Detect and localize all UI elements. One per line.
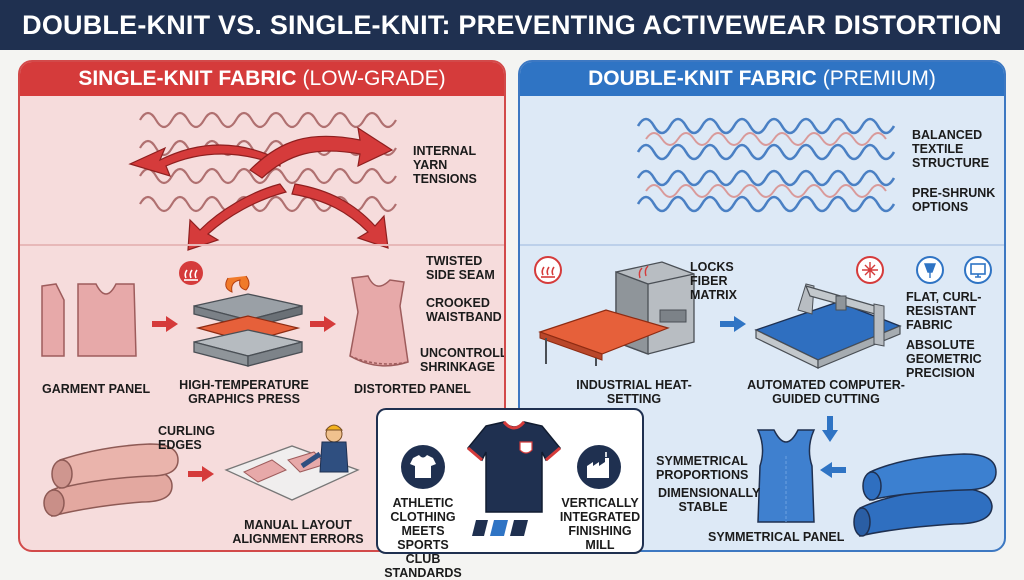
- computer-monitor-icon: [964, 256, 992, 284]
- pre-shrunk-options-label: PRE-SHRUNK OPTIONS: [912, 186, 996, 214]
- heat-setting-icon: [534, 256, 562, 284]
- distorted-panel-illustration: [349, 275, 409, 367]
- arrow-right-icon: [720, 316, 746, 332]
- symmetrical-panel-label: SYMMETRICAL PANEL: [708, 530, 845, 544]
- manual-layout-label: MANUAL LAYOUT ALIGNMENT ERRORS: [232, 518, 364, 546]
- uncontrolled-shrinkage-label: UNCONTROLLED SHRINKAGE: [420, 346, 504, 374]
- manual-layout-illustration: [224, 424, 360, 501]
- garment-panel-label: GARMENT PANEL: [42, 382, 151, 396]
- athletic-clothing-label: ATHLETIC CLOTHING MEETS SPORTS CLUB STAN…: [384, 496, 462, 580]
- double-knit-title-grade: (PREMIUM): [822, 67, 936, 90]
- double-knit-fabric-rolls-illustration: [853, 453, 997, 537]
- standards-center-box: ATHLETIC CLOTHING MEETS SPORTS CLUB STAN…: [376, 408, 644, 580]
- single-knit-title: SINGLE-KNIT FABRIC (LOW-GRADE): [20, 62, 504, 96]
- symmetrical-proportions-label: SYMMETRICAL PROPORTIONS: [656, 454, 749, 482]
- arrow-right-icon: [152, 316, 178, 332]
- symmetrical-panel-illustration: [756, 429, 816, 523]
- double-knit-loops-illustration: [636, 117, 896, 213]
- arrow-right-icon: [188, 466, 214, 482]
- single-knit-title-bold: SINGLE-KNIT FABRIC: [78, 67, 297, 90]
- heat-warning-icon: [179, 261, 203, 285]
- locks-fiber-matrix-label: LOCKS FIBER MATRIX: [690, 260, 737, 302]
- flat-curl-resistant-label: FLAT, CURL-RESISTANT FABRIC: [906, 290, 982, 332]
- crooked-waistband-label: CROOKED WAISTBAND: [426, 296, 502, 324]
- dimensionally-stable-label: DIMENSIONALLY STABLE: [658, 486, 761, 514]
- arrow-left-icon: [820, 462, 846, 478]
- heat-press-label: HIGH-TEMPERATURE GRAPHICS PRESS: [179, 378, 309, 406]
- balanced-textile-structure-label: BALANCED TEXTILE STRUCTURE: [912, 128, 990, 170]
- double-knit-title: DOUBLE-KNIT FABRIC (PREMIUM): [520, 62, 1004, 96]
- cutting-head-icon: [916, 256, 944, 284]
- laser-icon: [856, 256, 884, 284]
- curling-edges-label: CURLING EDGES: [158, 424, 215, 452]
- absolute-geometric-precision-label: ABSOLUTE GEOMETRIC PRECISION: [906, 338, 982, 380]
- single-knit-loops-illustration: [128, 111, 397, 251]
- automated-cutting-label: AUTOMATED COMPUTER-GUIDED CUTTING: [747, 378, 905, 406]
- sports-jersey-illustration: [466, 420, 562, 536]
- twisted-side-seam-label: TWISTED SIDE SEAM: [426, 254, 495, 282]
- double-knit-panel: DOUBLE-KNIT FABRIC (PREMIUM) BALANCED TE…: [518, 60, 1006, 552]
- garment-panel-illustration: [41, 283, 137, 357]
- page-title: DOUBLE-KNIT VS. SINGLE-KNIT: PREVENTING …: [0, 0, 1024, 50]
- single-knit-panel: SINGLE-KNIT FABRIC (LOW-GRADE) INTERNAL …: [18, 60, 506, 552]
- double-knit-title-bold: DOUBLE-KNIT FABRIC: [588, 67, 817, 90]
- single-knit-title-grade: (LOW-GRADE): [302, 67, 446, 90]
- heat-press-illustration: [193, 275, 303, 367]
- internal-yarn-tensions-label: INTERNAL YARN TENSIONS: [413, 144, 477, 186]
- heat-setting-machine-illustration: [538, 261, 695, 366]
- curling-fabric-rolls-illustration: [43, 443, 179, 517]
- arrow-right-icon: [310, 316, 336, 332]
- left-divider: [20, 244, 504, 246]
- automated-cutting-table-illustration: [754, 283, 902, 369]
- arrow-down-icon: [822, 416, 838, 442]
- t-shirt-icon: [401, 445, 445, 489]
- factory-icon: [577, 445, 621, 489]
- heat-setting-label: INDUSTRIAL HEAT-SETTING: [576, 378, 692, 406]
- vertically-integrated-label: VERTICALLY INTEGRATED FINISHING MILL: [559, 496, 641, 552]
- right-divider: [520, 244, 1004, 246]
- distorted-panel-label: DISTORTED PANEL: [354, 382, 471, 396]
